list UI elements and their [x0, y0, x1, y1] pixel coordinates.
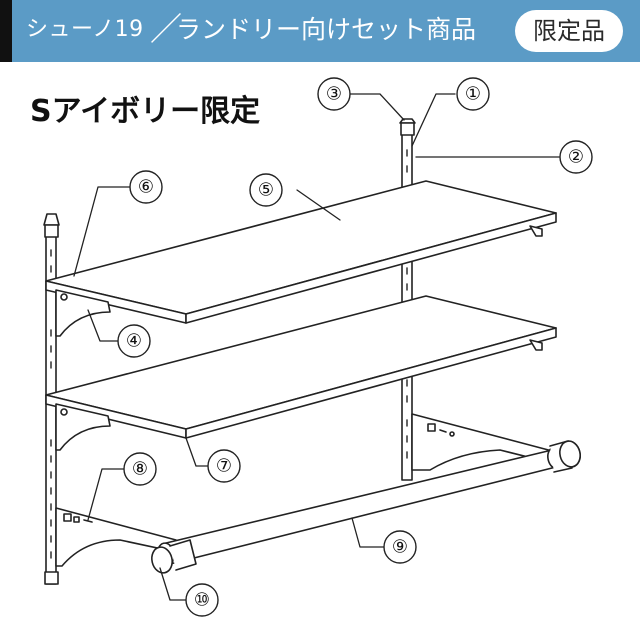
series-name: シューノ19 — [26, 17, 144, 42]
callout-1: ① — [465, 84, 481, 105]
callout-6: ⑥ — [138, 177, 154, 198]
product-title: ランドリー向けセット商品 — [176, 15, 477, 44]
callout-4: ④ — [126, 331, 142, 352]
leader-lines — [73, 93, 560, 601]
header-slash: ／ — [150, 10, 183, 48]
callout-9: ⑨ — [392, 537, 408, 558]
callout-8: ⑧ — [132, 459, 148, 480]
subtitle-ivory-limited: Sアイボリー限定 — [30, 94, 261, 129]
callout-circles — [117, 77, 593, 617]
upper-shelf-board — [45, 180, 557, 324]
left-hanger-bracket — [55, 507, 177, 567]
callout-2: ② — [568, 147, 584, 168]
callout-5: ⑤ — [258, 180, 274, 201]
callout-7: ⑦ — [216, 456, 232, 477]
lower-bracket-left — [55, 403, 111, 451]
callout-3: ③ — [326, 84, 342, 105]
hanger-pipe — [151, 440, 581, 574]
callout-10: ⑩ — [194, 590, 210, 611]
lower-bracket-right — [529, 339, 543, 351]
upper-bracket-right — [529, 225, 543, 237]
upper-bracket-left — [55, 289, 111, 337]
lower-shelf-board — [45, 295, 557, 439]
header-bar: シューノ19 ／ ランドリー向けセット商品 限定品 — [0, 0, 640, 62]
right-hanger-bracket — [411, 413, 557, 471]
pipe-end-cap-left — [151, 546, 173, 574]
limited-badge: 限定品 — [515, 10, 623, 52]
header-stripe — [0, 0, 12, 62]
